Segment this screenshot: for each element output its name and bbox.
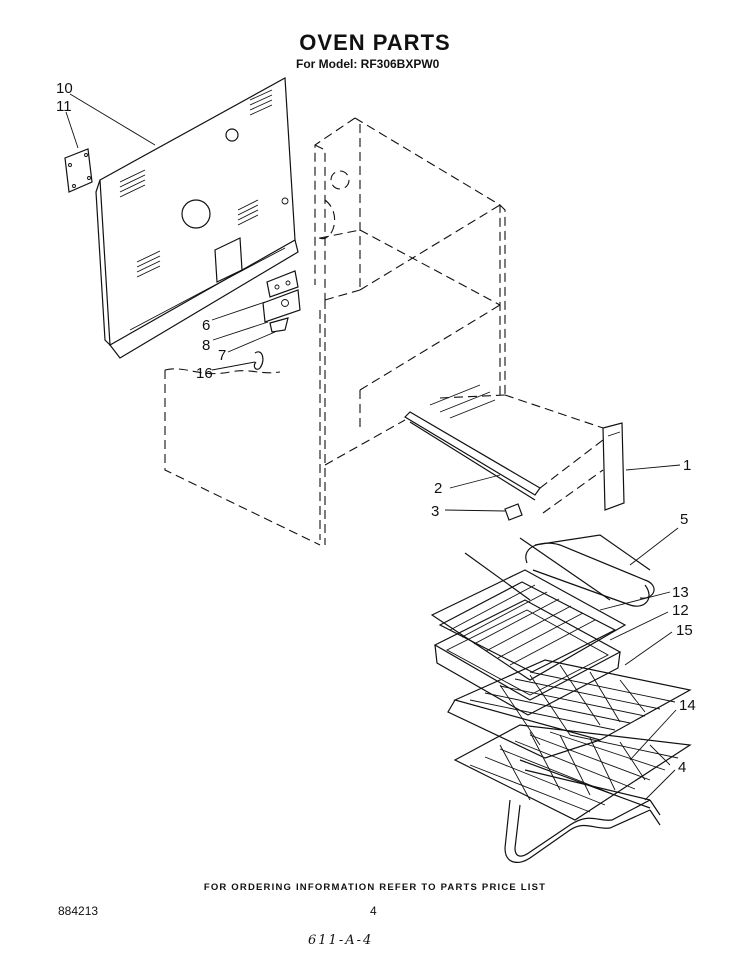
callout-leaders [65, 93, 681, 801]
broil-element [464, 534, 655, 607]
callout-16: 16 [196, 365, 213, 382]
callout-10: 10 [56, 80, 73, 97]
callout-15: 15 [676, 622, 693, 639]
model-subtitle: For Model: RF306BXPW0 [296, 57, 440, 71]
callout-2: 2 [434, 480, 442, 497]
page-title: OVEN PARTS [299, 30, 451, 55]
callout-6: 6 [202, 317, 210, 334]
oven-rack-upper [447, 659, 692, 759]
handwritten-note: 611-A-4 [308, 933, 374, 948]
cabinet-outline [164, 117, 506, 546]
small-cover-plate [64, 148, 93, 193]
callout-12: 12 [672, 602, 689, 619]
callout-13: 13 [672, 584, 689, 601]
side-trim [504, 394, 625, 514]
callout-11: 11 [56, 98, 72, 115]
document-number: 884213 [58, 904, 99, 918]
bake-element [504, 759, 661, 863]
callout-1: 1 [683, 457, 691, 474]
broiler-pan [430, 569, 627, 716]
callout-3: 3 [431, 503, 439, 520]
ordering-note: FOR ORDERING INFORMATION REFER TO PARTS … [203, 882, 547, 893]
oven-rack-lower [453, 724, 692, 821]
terminal-block-parts [253, 270, 301, 370]
callout-5: 5 [680, 511, 688, 528]
callout-4: 4 [678, 759, 686, 776]
callout-14: 14 [679, 697, 696, 714]
rack-support-bracket [404, 411, 541, 521]
callout-7: 7 [218, 347, 226, 364]
back-panel [95, 77, 299, 359]
callout-8: 8 [202, 337, 210, 354]
page-number: 4 [370, 904, 377, 918]
